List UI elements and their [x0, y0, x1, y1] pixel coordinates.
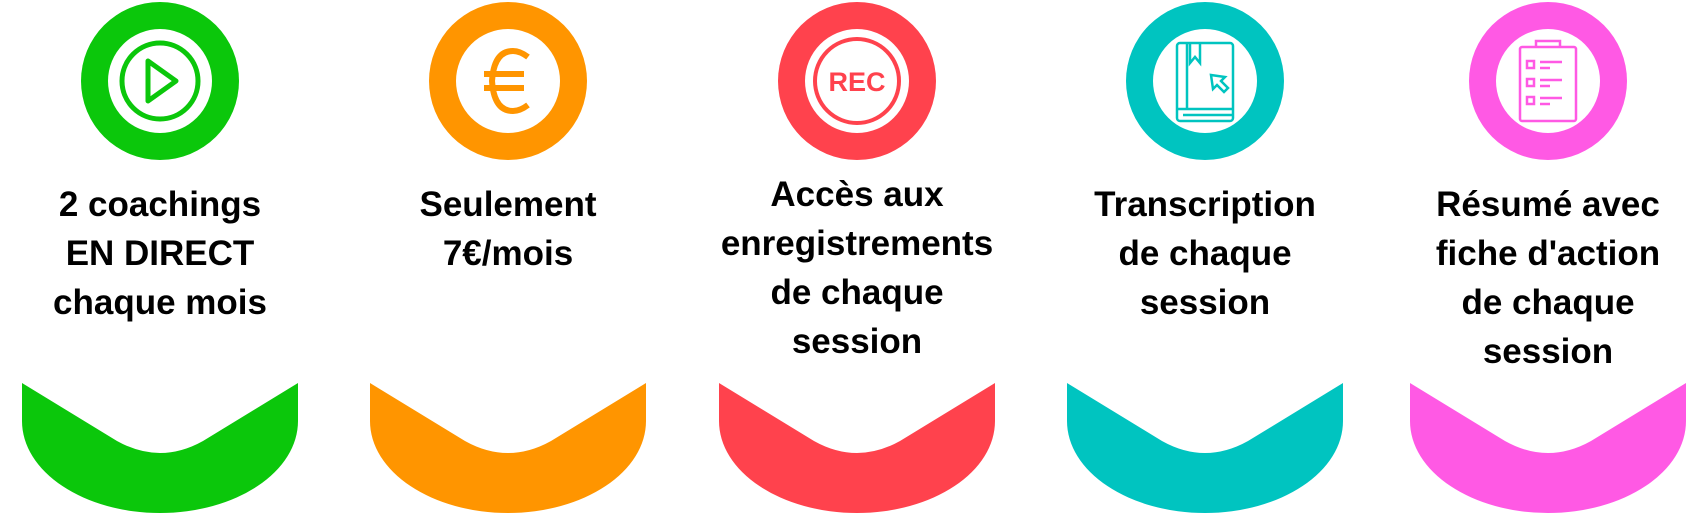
rec-icon: REC — [813, 37, 901, 125]
label-line: Seulement — [419, 185, 597, 224]
label-line: session — [1139, 283, 1271, 322]
feature-summary: Résumé avec fiche d'action de chaque ses… — [1388, 0, 1708, 513]
bowl-decoration — [22, 383, 298, 513]
book-cursor-icon — [1175, 41, 1235, 123]
play-icon — [119, 40, 201, 122]
label-line: Accès aux — [770, 175, 944, 214]
feature-label: Seulement 7€/mois — [348, 180, 668, 278]
feature-badge: REC — [778, 2, 936, 160]
label-line: fiche d'action — [1435, 234, 1661, 273]
feature-badge — [1126, 2, 1284, 160]
feature-badge — [429, 2, 587, 160]
label-line: Transcription — [1094, 185, 1316, 224]
feature-price: Seulement 7€/mois — [348, 0, 668, 513]
feature-recordings: REC Accès aux enregistrements de chaque … — [697, 0, 1017, 513]
checklist-icon — [1518, 39, 1578, 123]
bowl-decoration — [1067, 383, 1343, 513]
feature-badge — [81, 2, 239, 160]
svg-text:REC: REC — [828, 67, 885, 97]
label-line: de chaque — [770, 273, 944, 312]
label-line: session — [1482, 332, 1614, 371]
label-line: session — [791, 322, 923, 361]
feature-live-coaching: 2 coachings EN DIRECT chaque mois — [0, 0, 320, 513]
feature-label: Transcription de chaque session — [1045, 180, 1365, 327]
feature-label: Résumé avec fiche d'action de chaque ses… — [1388, 180, 1708, 376]
bowl-decoration — [1410, 383, 1686, 513]
label-line: de chaque — [1461, 283, 1635, 322]
bowl-decoration — [719, 383, 995, 513]
feature-label: Accès aux enregistrements de chaque sess… — [697, 170, 1017, 366]
feature-badge — [1469, 2, 1627, 160]
label-line: 7€/mois — [442, 234, 574, 273]
feature-label: 2 coachings EN DIRECT chaque mois — [0, 180, 320, 327]
feature-transcription: Transcription de chaque session — [1045, 0, 1365, 513]
label-line: Résumé avec — [1436, 185, 1660, 224]
label-line: EN DIRECT — [65, 234, 255, 273]
label-line: 2 coachings — [58, 185, 262, 224]
label-line: de chaque — [1118, 234, 1292, 273]
bowl-decoration — [370, 383, 646, 513]
label-line: enregistrements — [720, 224, 994, 263]
label-line: chaque mois — [53, 283, 267, 322]
euro-icon — [484, 47, 530, 115]
